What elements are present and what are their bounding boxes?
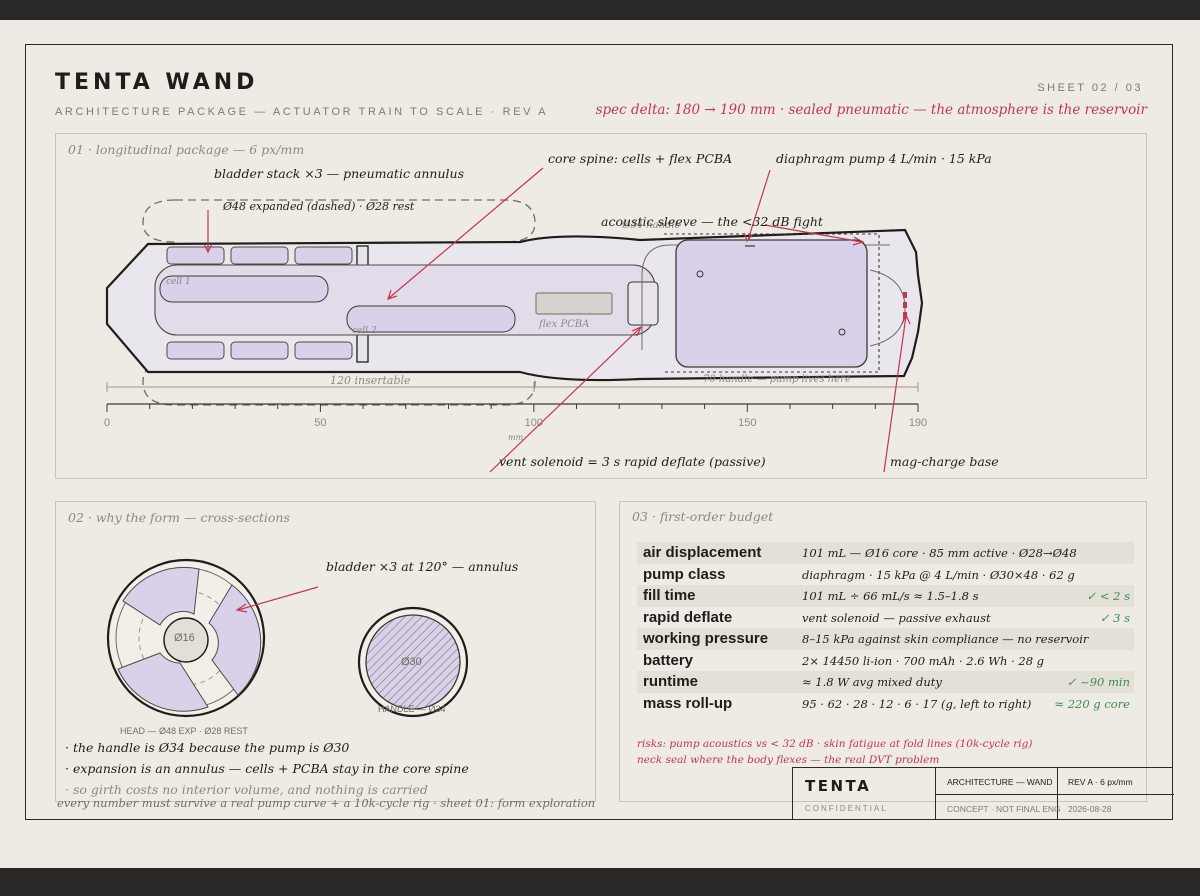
- budget-row-value: ≈ 1.8 W avg mixed duty: [802, 675, 942, 689]
- acoustic-sleeve-callout: acoustic sleeve — the <32 dB fight: [601, 214, 823, 229]
- rationale-bullet-3: · so girth costs no interior volume, and…: [65, 782, 428, 797]
- pump-callout: diaphragm pump 4 L/min · 15 kPa: [776, 151, 992, 166]
- bladder-stack-callout: bladder stack ×3 — pneumatic annulus: [214, 166, 464, 181]
- flex-pcba: [535, 292, 613, 315]
- handle-diameter-label: Ø34 handle: [622, 220, 681, 231]
- budget-row-label: mass roll-up: [643, 694, 733, 712]
- title-block-status: CONCEPT · NOT FINAL ENG: [947, 804, 1061, 814]
- ruler-tick-label: 50: [314, 417, 326, 429]
- unit-label: mm: [508, 433, 524, 442]
- cross-section-panel: [55, 501, 596, 802]
- budget-row-label: fill time: [643, 587, 696, 604]
- head-section-caption: HEAD — Ø48 EXP · Ø28 REST: [120, 726, 248, 736]
- bladder-annulus-callout: bladder ×3 at 120° — annulus: [326, 559, 519, 574]
- core-spine-callout: core spine: cells + flex PCBA: [548, 151, 733, 166]
- rationale-bullet-1: · the handle is Ø34 because the pump is …: [65, 740, 350, 755]
- title-block-rev: REV A · 6 px/mm: [1068, 777, 1133, 787]
- budget-row-label: runtime: [643, 673, 699, 690]
- rationale-bullet-2: · expansion is an annulus — cells + PCBA…: [65, 761, 469, 776]
- bladder-diameter-callout: Ø48 expanded (dashed) · Ø28 rest: [223, 200, 415, 213]
- page-subtitle: ARCHITECTURE PACKAGE — ACTUATOR TRAIN TO…: [55, 106, 549, 118]
- budget-row-check: ≈ 220 g core: [1054, 696, 1130, 711]
- budget-row: working pressure 8–15 kPa against skin co…: [637, 628, 1134, 650]
- bladder-segments-bottom: [166, 341, 353, 360]
- title-block-divider: [935, 794, 1174, 795]
- cell-1: [159, 275, 329, 303]
- budget-row-label: air displacement: [643, 544, 762, 561]
- budget-row-label: pump class: [643, 565, 726, 583]
- insertable-dimension-label: 120 insertable: [330, 374, 411, 387]
- budget-row-value: 95 · 62 · 28 · 12 · 6 · 17 (g, left to r…: [802, 696, 1032, 711]
- flex-pcba-label: flex PCBA: [539, 319, 590, 330]
- ruler-tick-label: 0: [104, 417, 110, 429]
- pump-port-bottom: [838, 328, 846, 336]
- budget-row-label: working pressure: [643, 630, 769, 647]
- cell-1-label: cell 1: [166, 277, 191, 287]
- budget-row-value: vent solenoid — passive exhaust: [802, 610, 991, 625]
- title-block-confidential: CONFIDENTIAL: [805, 804, 888, 813]
- cell-2-label: cell 2: [352, 326, 377, 336]
- drawing-sheet: TENTA WAND ARCHITECTURE PACKAGE — ACTUAT…: [0, 20, 1200, 868]
- acoustic-sleeve: [664, 233, 880, 373]
- longitudinal-panel-title: 01 · longitudinal package — 6 px/mm: [68, 142, 305, 157]
- longitudinal-panel: [55, 133, 1147, 479]
- ruler-tick-label: 150: [738, 417, 756, 429]
- title-block-brand: TENTA: [805, 777, 872, 795]
- title-block-date: 2026-08-28: [1068, 804, 1112, 814]
- risks-line-1: risks: pump acoustics vs < 32 dB · skin …: [637, 738, 1033, 750]
- handle-section-caption: HANDLE — Ø34: [378, 704, 446, 714]
- vent-solenoid: [627, 281, 659, 326]
- bladder-segments-top: [166, 246, 353, 265]
- budget-row: fill time 101 mL ÷ 66 mL/s ≈ 1.5–1.8 s ✓ <…: [637, 585, 1134, 607]
- budget-row-value: 2× 14450 li-ion · 700 mAh · 2.6 Wh · 28 …: [802, 653, 1045, 668]
- budget-row-value: diaphragm · 15 kPa @ 4 L/min · Ø30×48 · …: [802, 567, 1075, 582]
- budget-row-check: ✓ ~90 min: [1066, 675, 1130, 689]
- title-block-doc: ARCHITECTURE — WAND: [947, 777, 1053, 787]
- budget-row-label: rapid deflate: [643, 608, 733, 626]
- budget-row-value: 101 mL — Ø16 core · 85 mm active · Ø28→Ø…: [802, 546, 1077, 560]
- head-core-diameter: Ø16: [174, 632, 195, 644]
- budget-row-value: 101 mL ÷ 66 mL/s ≈ 1.5–1.8 s: [802, 589, 979, 603]
- budget-row-label: battery: [643, 651, 694, 669]
- sheet-number: SHEET 02 / 03: [1037, 82, 1143, 94]
- cell-2: [346, 305, 516, 333]
- page-title: TENTA WAND: [55, 70, 259, 95]
- cross-section-panel-title: 02 · why the form — cross-sections: [68, 510, 290, 525]
- budget-row: rapid deflate vent solenoid — passive exh…: [637, 607, 1134, 629]
- risks-line-2: neck seal where the body flexes — the re…: [637, 754, 940, 766]
- budget-panel: [619, 501, 1147, 802]
- budget-row: air displacement 101 mL — Ø16 core · 85 m…: [637, 542, 1134, 564]
- head-cross-section: [106, 558, 319, 718]
- diaphragm-pump: [675, 239, 868, 368]
- budget-row: battery 2× 14450 li-ion · 700 mAh · 2.6 W…: [637, 650, 1134, 672]
- budget-row-value: 8–15 kPa against skin compliance — no re…: [802, 632, 1089, 646]
- budget-panel-title: 03 · first-order budget: [632, 509, 774, 524]
- ruler-tick-label: 190: [909, 417, 927, 429]
- budget-table: air displacement 101 mL — Ø16 core · 85 m…: [637, 542, 1134, 714]
- budget-row: pump class diaphragm · 15 kPa @ 4 L/min ·…: [637, 564, 1134, 586]
- title-block: TENTA CONFIDENTIAL ARCHITECTURE — WAND R…: [792, 767, 1174, 820]
- budget-row-check: ✓ 3 s: [1099, 610, 1130, 625]
- handle-cross-section: [357, 606, 469, 718]
- pump-port-top: [696, 270, 704, 278]
- cross-section-drawings: [106, 558, 469, 718]
- callout-arrows: [203, 167, 911, 473]
- budget-row-check: ✓ < 2 s: [1086, 589, 1130, 603]
- budget-row: runtime ≈ 1.8 W avg mixed duty ✓ ~90 min: [637, 671, 1134, 693]
- budget-row: mass roll-up 95 · 62 · 28 · 12 · 6 · 17 (…: [637, 693, 1134, 715]
- spec-delta-note: spec delta: 180 → 190 mm · sealed pneuma…: [595, 102, 1147, 118]
- handle-dimension-label: 70 handle — pump lives here: [703, 374, 851, 385]
- solenoid-callout: vent solenoid = 3 s rapid deflate (passi…: [499, 454, 766, 469]
- mag-charge-callout: mag-charge base: [890, 454, 999, 469]
- sheet-frame: [25, 44, 1173, 820]
- dimension-handle: [534, 382, 919, 392]
- footer-note: every number must survive a real pump cu…: [57, 796, 596, 810]
- handle-core-diameter: Ø30: [401, 656, 422, 668]
